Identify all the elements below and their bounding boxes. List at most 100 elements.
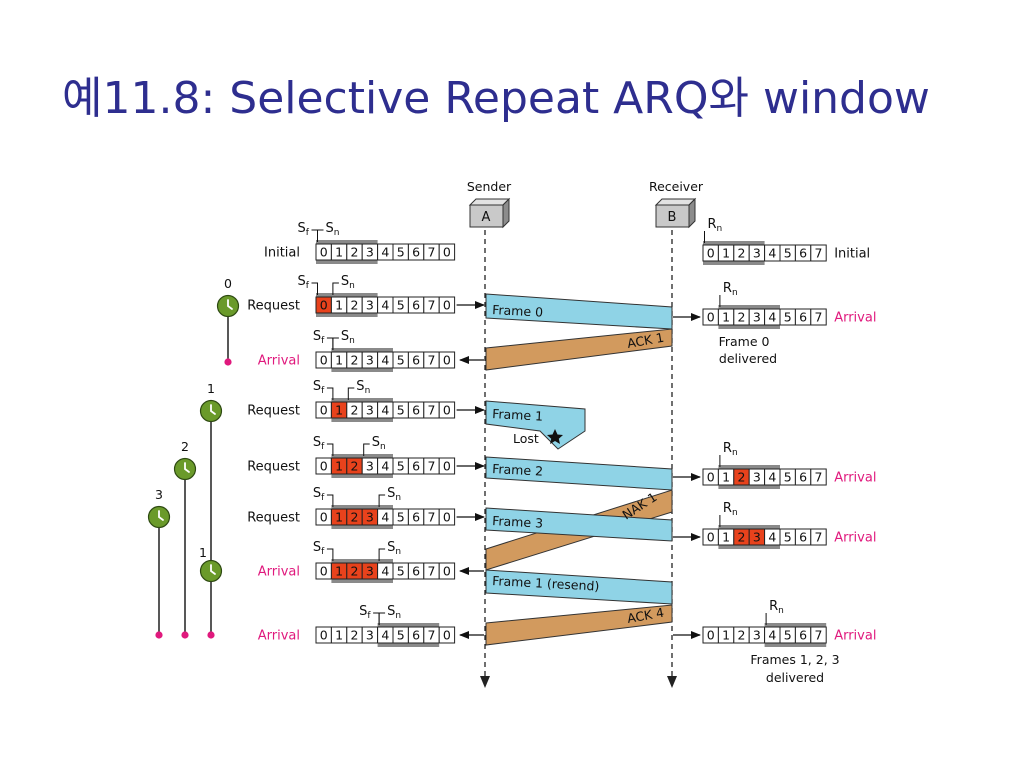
window-cell-number: 4 <box>768 470 776 485</box>
timer-clock-icon <box>199 399 223 423</box>
window-cell-number: 0 <box>443 353 451 368</box>
sender-timeline-arrow <box>480 676 490 688</box>
window-cell-number: 2 <box>351 353 359 368</box>
window-cell-number: 0 <box>320 510 328 525</box>
window-cell-number: 2 <box>351 459 359 474</box>
window-cell-number: 4 <box>768 310 776 325</box>
window-cell-number: 3 <box>366 510 374 525</box>
window-cell-number: 4 <box>381 510 389 525</box>
note-frame0-line1: Frame 0 <box>719 334 770 349</box>
window-cell-number: 2 <box>351 510 359 525</box>
window-bar-top <box>764 623 827 627</box>
sn-label: Sn <box>341 329 355 346</box>
sf-pointer <box>326 443 334 456</box>
window-cell-number: 5 <box>784 310 792 325</box>
window-cell-number: 0 <box>320 459 328 474</box>
sn-label: Sn <box>326 221 340 238</box>
window-cell-number: 4 <box>381 298 389 313</box>
window-cell-number: 3 <box>366 403 374 418</box>
window-cell-number: 4 <box>768 246 776 261</box>
window-cell-number: 1 <box>335 564 343 579</box>
ack-1-label: ACK 1 <box>626 330 665 351</box>
window-cell-number: 5 <box>397 245 405 260</box>
receiver-label: Receiver <box>649 179 704 194</box>
window-bar-top <box>331 559 393 563</box>
sf-label: Sf <box>313 435 325 452</box>
sn-pointer <box>378 548 386 561</box>
frame-0-label: Frame 0 <box>492 302 544 320</box>
window-cell-number: 1 <box>335 510 343 525</box>
sf-label: Sf <box>313 379 325 396</box>
window-cell-number: 7 <box>428 628 436 643</box>
sf-label: Sf <box>313 329 325 346</box>
window-cell-number: 3 <box>366 459 374 474</box>
window-cell-number: 2 <box>351 403 359 418</box>
window-cell-number: 1 <box>722 470 730 485</box>
sf-pointer <box>326 387 334 400</box>
window-cell-number: 3 <box>366 298 374 313</box>
window-cell-number: 6 <box>412 510 420 525</box>
sender-label: Sender <box>467 179 512 194</box>
window-bar-top <box>377 623 440 627</box>
window-cell-number: 0 <box>443 564 451 579</box>
window-cell-number: 0 <box>443 298 451 313</box>
window-cell-number: 1 <box>335 459 343 474</box>
window-cell-number: 6 <box>799 310 807 325</box>
sn-pointer <box>332 282 339 295</box>
window-bar-top <box>316 240 378 244</box>
window-bar-top <box>331 454 393 458</box>
window-cell-number: 3 <box>366 628 374 643</box>
frame-1-label: Frame 1 <box>492 406 544 424</box>
window-cell-number: 1 <box>722 246 730 261</box>
window-cell <box>438 243 456 261</box>
window-cell-number: 6 <box>799 530 807 545</box>
event-label: Initial <box>264 246 300 261</box>
receiver-box-top <box>654 198 697 206</box>
window-cell-number: 4 <box>381 628 389 643</box>
window-cell-number: 0 <box>320 245 328 260</box>
window-bar-top <box>718 465 780 469</box>
window-bar-bottom <box>377 643 440 647</box>
sf-label: Sf <box>313 486 325 503</box>
window-cell-number: 7 <box>815 310 823 325</box>
receiver-box <box>655 204 690 228</box>
message-bands <box>485 293 673 646</box>
window-cell-number: 7 <box>428 403 436 418</box>
window-cell <box>810 308 827 326</box>
window-cell-number: 0 <box>707 246 715 261</box>
window-cell-number: 3 <box>753 246 761 261</box>
window-bar-top <box>718 525 780 529</box>
window-cell-number: 7 <box>815 530 823 545</box>
window-cell-number: 3 <box>366 245 374 260</box>
window-cell-number: 5 <box>397 564 405 579</box>
window-cell-number: 7 <box>428 298 436 313</box>
window-cell-number: 3 <box>753 628 761 643</box>
timer-end-dot <box>207 631 215 639</box>
window-cell-number: 2 <box>738 530 746 545</box>
window-cell-number: 4 <box>381 353 389 368</box>
sn-pointer <box>378 494 386 507</box>
window-cell <box>438 508 456 526</box>
window-cell-number: 7 <box>428 459 436 474</box>
window-cell-number: 0 <box>707 628 715 643</box>
window-cell-number: 5 <box>784 628 792 643</box>
window-cell-number: 4 <box>381 564 389 579</box>
sn-label: Sn <box>341 274 355 291</box>
window-cell <box>810 528 827 546</box>
window-cell-number: 2 <box>738 628 746 643</box>
window-cell-number: 6 <box>799 470 807 485</box>
timer-number: 0 <box>224 276 232 291</box>
window-cell-number: 5 <box>784 530 792 545</box>
window-bar-bottom <box>316 313 378 317</box>
receiver-box-label: B <box>668 210 677 225</box>
timer-end-dot <box>224 358 232 366</box>
arrival-label: Arrival <box>258 565 300 580</box>
frame-1-resend-label: Frame 1 (resend) <box>492 573 600 594</box>
